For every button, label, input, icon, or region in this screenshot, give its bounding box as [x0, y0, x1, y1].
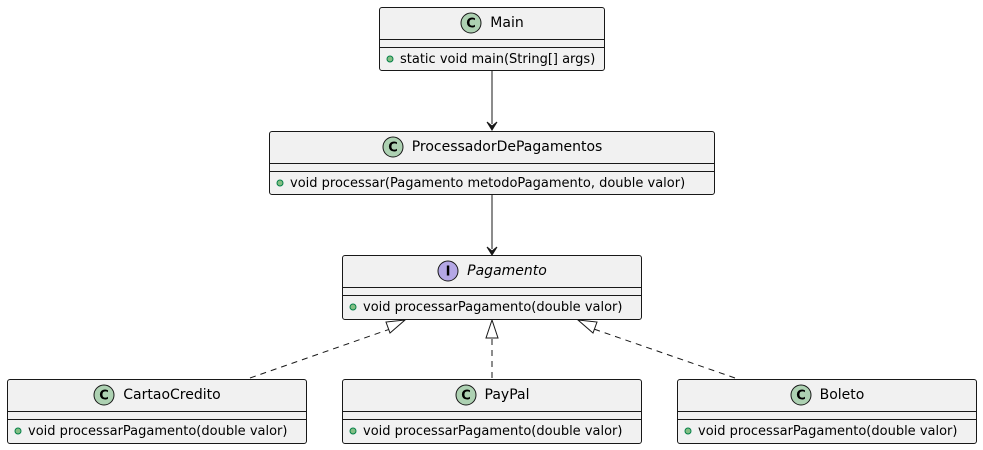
- class-main[interactable]: C Main static void main(String[] args): [379, 7, 605, 71]
- triangle-paypal-realizes-pagamento: [485, 318, 499, 339]
- class-paypal-separator-attrs: [343, 411, 641, 412]
- triangle-cartao-realizes-pagamento: [385, 319, 407, 334]
- class-boleto-header: C Boleto: [678, 380, 976, 410]
- interface-pagamento[interactable]: I Pagamento void processarPagamento(doub…: [342, 255, 642, 320]
- class-boleto-separator-attrs: [678, 411, 976, 412]
- interface-pagamento-header: I Pagamento: [343, 256, 641, 286]
- class-main-name: Main: [490, 15, 524, 31]
- class-paypal[interactable]: C PayPal void processarPagamento(double …: [342, 379, 642, 444]
- class-boleto[interactable]: C Boleto void processarPagamento(double …: [677, 379, 977, 444]
- arrowhead-processador-to-pagamento: [486, 246, 498, 256]
- class-processador-header: C ProcessadorDePagamentos: [270, 132, 714, 162]
- interface-i-icon: I: [437, 260, 459, 282]
- class-paypal-name: PayPal: [484, 387, 530, 403]
- class-boleto-name: Boleto: [819, 387, 865, 403]
- interface-pagamento-separator-attrs: [343, 287, 641, 288]
- class-c-icon: C: [455, 384, 477, 406]
- class-cartao-credito[interactable]: C CartaoCredito void processarPagamento(…: [7, 379, 307, 444]
- class-paypal-separator-methods: [343, 419, 641, 420]
- class-processador-name: ProcessadorDePagamentos: [411, 139, 603, 155]
- svg-text:C: C: [100, 389, 110, 404]
- public-method-icon: [14, 427, 22, 435]
- class-processador-separator-attrs: [270, 163, 714, 164]
- public-method-icon: [276, 179, 284, 187]
- edge-boleto-realizes-pagamento: [590, 327, 736, 379]
- arrowhead-main-to-processador: [486, 121, 498, 131]
- public-method-icon: [386, 55, 394, 63]
- class-paypal-method-signature: void processarPagamento(double valor): [363, 423, 623, 439]
- class-main-separator-methods: [380, 47, 604, 48]
- public-method-icon: [349, 427, 357, 435]
- class-paypal-header: C PayPal: [343, 380, 641, 410]
- svg-text:I: I: [446, 265, 451, 280]
- svg-text:C: C: [796, 389, 806, 404]
- class-cartao-method: void processarPagamento(double valor): [14, 421, 302, 441]
- class-processador-method-signature: void processar(Pagamento metodoPagamento…: [290, 175, 686, 191]
- public-method-icon: [349, 303, 357, 311]
- class-boleto-separator-methods: [678, 419, 976, 420]
- class-c-icon: C: [382, 136, 404, 158]
- public-method-icon: [684, 427, 692, 435]
- triangle-boleto-realizes-pagamento: [576, 319, 598, 334]
- class-boleto-method: void processarPagamento(double valor): [684, 421, 972, 441]
- class-cartao-separator-attrs: [8, 411, 306, 412]
- interface-pagamento-method: void processarPagamento(double valor): [349, 297, 637, 317]
- svg-text:C: C: [388, 141, 398, 156]
- class-processador-de-pagamentos[interactable]: C ProcessadorDePagamentos void processar…: [269, 131, 715, 195]
- class-cartao-name: CartaoCredito: [123, 387, 221, 403]
- class-main-separator-attrs: [380, 39, 604, 40]
- edge-cartao-realizes-pagamento: [249, 327, 394, 379]
- class-cartao-header: C CartaoCredito: [8, 380, 306, 410]
- class-cartao-method-signature: void processarPagamento(double valor): [28, 423, 288, 439]
- class-c-icon: C: [460, 12, 482, 34]
- class-c-icon: C: [790, 384, 812, 406]
- class-main-method-signature: static void main(String[] args): [400, 51, 596, 67]
- svg-text:C: C: [461, 389, 471, 404]
- interface-pagamento-name: Pagamento: [467, 263, 547, 279]
- interface-pagamento-method-signature: void processarPagamento(double valor): [363, 299, 623, 315]
- class-main-header: C Main: [380, 8, 604, 38]
- class-main-method: static void main(String[] args): [386, 49, 600, 69]
- class-boleto-method-signature: void processarPagamento(double valor): [698, 423, 958, 439]
- class-paypal-method: void processarPagamento(double valor): [349, 421, 637, 441]
- svg-text:C: C: [467, 17, 477, 32]
- interface-pagamento-separator-methods: [343, 295, 641, 296]
- class-processador-separator-methods: [270, 171, 714, 172]
- class-cartao-separator-methods: [8, 419, 306, 420]
- class-processador-method: void processar(Pagamento metodoPagamento…: [276, 173, 710, 193]
- class-c-icon: C: [93, 384, 115, 406]
